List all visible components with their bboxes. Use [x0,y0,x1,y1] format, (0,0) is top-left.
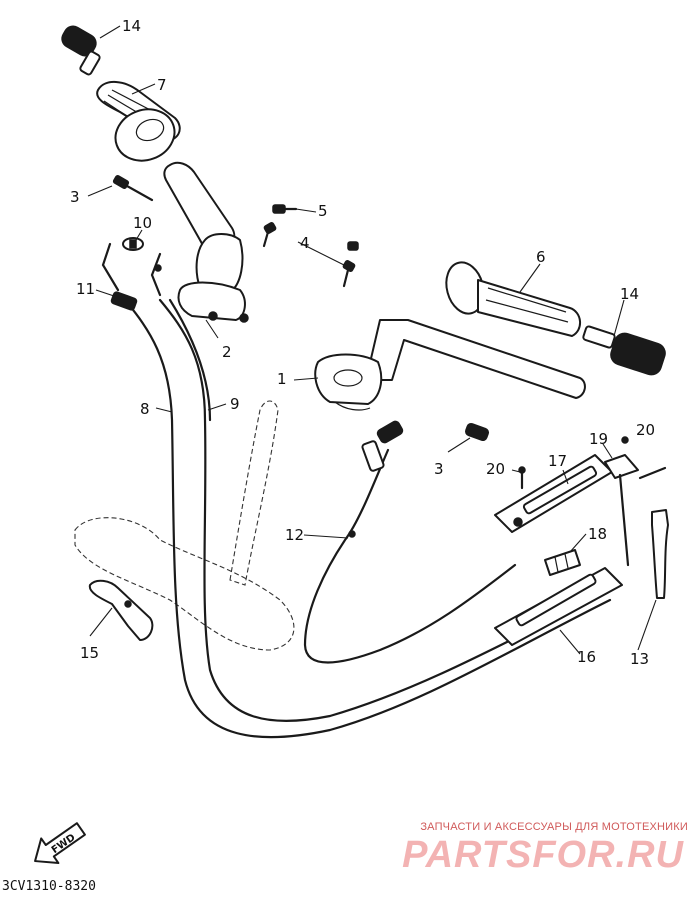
watermark-brand[interactable]: PARTSFOR.RU [402,834,684,876]
callout-13: 13 [630,650,649,668]
callout-11: 11 [76,280,95,298]
choke-cable [303,420,517,664]
right-grip-end [582,325,666,376]
throttle-housing [177,233,249,323]
callout-3-left: 3 [70,188,80,206]
left-grip [96,81,181,162]
cable-band [651,509,669,599]
callout-4: 4 [300,234,310,252]
screw-right [464,422,490,442]
callout-18: 18 [588,525,607,543]
callout-numbers: 14 7 3 10 11 5 4 2 6 14 1 8 9 3 19 20 20… [70,17,655,668]
screws-center [262,204,359,288]
callout-7: 7 [157,76,167,94]
callout-20-left: 20 [486,460,505,478]
right-handlebar-tube [365,319,586,399]
callout-10: 10 [133,214,152,232]
cable-guides [494,436,667,646]
callout-17: 17 [548,452,567,470]
left-grip-end [61,25,101,76]
callout-14-left: 14 [122,17,141,35]
leader-lines [87,25,657,655]
callout-3-right: 3 [434,460,444,478]
switch-housing [314,353,383,411]
callout-20-top: 20 [636,421,655,439]
callout-8: 8 [140,400,150,418]
watermark-tagline: ЗАПЧАСТИ И АКСЕССУАРЫ ДЛЯ МОТОТЕХНИКИ [420,821,688,833]
callout-19: 19 [589,430,608,448]
callout-14-right: 14 [620,285,639,303]
callout-1: 1 [277,370,287,388]
screws-left [101,175,162,311]
callout-9: 9 [230,395,240,413]
callout-12: 12 [285,526,304,544]
callout-6: 6 [536,248,546,266]
callout-16: 16 [577,648,596,666]
right-grip [445,261,581,337]
fwd-arrow: FWD [34,822,86,865]
callout-15: 15 [80,644,99,662]
throttle-cables [123,298,612,739]
diagram-code: 3CV1310-8320 [2,879,96,894]
callout-5: 5 [318,202,328,220]
ghost-outline [74,400,295,651]
callout-2: 2 [222,343,232,361]
cable-bracket [88,579,154,641]
